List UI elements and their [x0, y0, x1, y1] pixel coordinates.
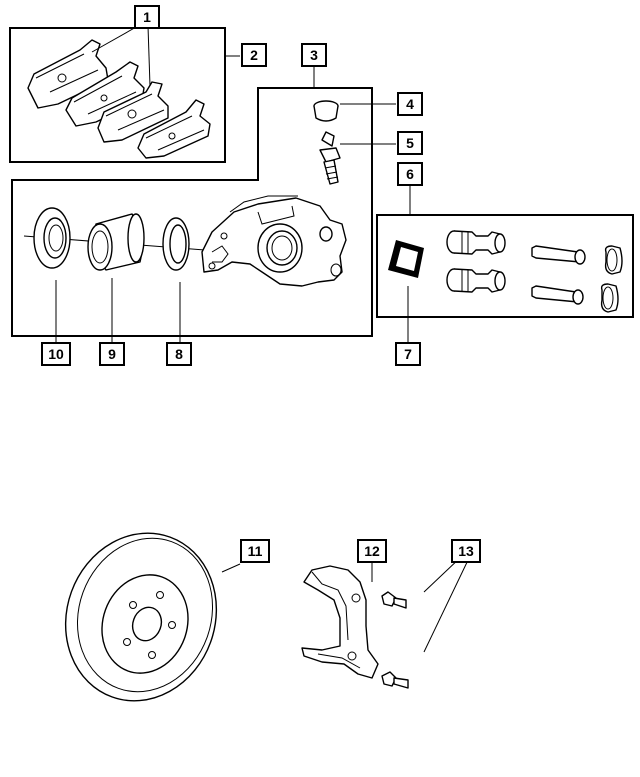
- callout-3: 3: [301, 43, 327, 67]
- bushing-cap-upper: [604, 245, 623, 275]
- guide-pin-bushing-upper: [446, 230, 506, 255]
- caliper-group-frame: [11, 87, 373, 337]
- adapter-bolt-upper: [381, 591, 407, 609]
- callout-5: 5: [397, 131, 423, 155]
- callout-5-label: 5: [406, 135, 414, 151]
- callout-13-label: 13: [458, 543, 474, 559]
- caliper-body: [201, 195, 347, 287]
- adapter-bolt-lower: [381, 671, 409, 689]
- dust-boot-10: [33, 207, 71, 269]
- callout-13: 13: [451, 539, 481, 563]
- callout-12-label: 12: [364, 543, 380, 559]
- piston-9: [87, 213, 145, 271]
- bleeder-screw-5: [319, 131, 341, 185]
- bleeder-cap-4: [313, 100, 339, 122]
- callout-11-label: 11: [248, 543, 263, 559]
- callout-4: 4: [397, 92, 423, 116]
- piston-seal-8: [162, 217, 190, 271]
- bushing-cap-lower: [600, 283, 619, 313]
- callout-2: 2: [241, 43, 267, 67]
- callout-8: 8: [166, 342, 192, 366]
- callout-12: 12: [357, 539, 387, 563]
- guide-pin-bolt-lower: [531, 285, 584, 305]
- callout-9: 9: [99, 342, 125, 366]
- guide-pin-bushing-lower: [446, 268, 506, 293]
- caliper-adapter-12: [301, 565, 379, 679]
- callout-11: 11: [240, 539, 270, 563]
- callout-2-label: 2: [250, 47, 258, 63]
- callout-4-label: 4: [406, 96, 414, 112]
- callout-1: 1: [134, 5, 160, 29]
- callout-7-label: 7: [404, 346, 412, 362]
- callout-3-label: 3: [310, 47, 318, 63]
- guide-pin-bolt-upper: [531, 245, 586, 265]
- brake-pad-set-lower: [97, 81, 211, 159]
- callout-8-label: 8: [175, 346, 183, 362]
- callout-1-label: 1: [143, 9, 151, 25]
- hardware-kit-frame: [376, 214, 634, 318]
- callout-6: 6: [397, 162, 423, 186]
- callout-9-label: 9: [108, 346, 116, 362]
- brake-rotor-11: [64, 532, 218, 702]
- callout-10: 10: [41, 342, 71, 366]
- callout-7: 7: [395, 342, 421, 366]
- insulator-pad-7: [388, 240, 424, 278]
- callout-10-label: 10: [48, 346, 64, 362]
- callout-6-label: 6: [406, 166, 414, 182]
- brake-pad-set-upper: [27, 39, 145, 127]
